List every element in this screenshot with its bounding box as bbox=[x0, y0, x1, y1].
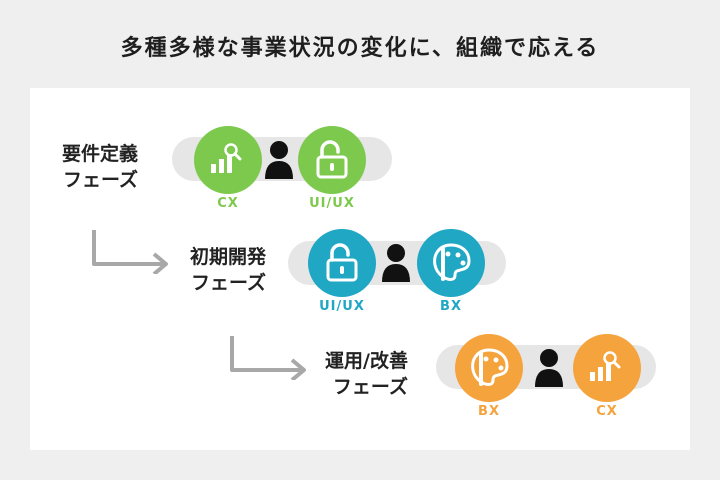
phase-2-left-tag: UI/UX bbox=[319, 299, 365, 314]
chart-magnifier-icon bbox=[211, 143, 242, 173]
phase-3-left-tag: BX bbox=[478, 404, 500, 419]
phase-1-label-line1: 要件定義 bbox=[62, 143, 139, 165]
arrow-2-icon bbox=[230, 336, 306, 380]
phase-3-label-line2: フェーズ bbox=[332, 376, 408, 398]
unlocked-padlock-icon bbox=[326, 243, 358, 282]
phase-2-right-tag: BX bbox=[440, 299, 462, 314]
phase-1-uiux-circle bbox=[298, 126, 366, 194]
phase-3-label-line1: 運用/改善 bbox=[325, 350, 408, 372]
phase-1-label: 要件定義 フェーズ bbox=[62, 141, 138, 193]
phase-3-bx-circle bbox=[455, 334, 523, 402]
phase-2-label-line2: フェーズ bbox=[190, 272, 267, 294]
phase-2-uiux-circle bbox=[308, 229, 376, 297]
phase-3-cx-circle bbox=[573, 334, 641, 402]
phase-1-left-tag: CX bbox=[217, 196, 239, 211]
phase-1-right-tag: UI/UX bbox=[309, 196, 355, 211]
person-icon bbox=[265, 141, 293, 179]
chart-magnifier-icon bbox=[590, 351, 621, 381]
palette-brush-icon bbox=[471, 348, 509, 386]
phase-1-label-line2: フェーズ bbox=[62, 169, 139, 191]
phase-2-label: 初期開発 フェーズ bbox=[190, 244, 266, 296]
phase-1-cx-circle bbox=[194, 126, 262, 194]
page-title: 多種多様な事業状況の変化に、組織で応える bbox=[120, 36, 600, 61]
phase-3-label: 運用/改善 フェーズ bbox=[325, 348, 408, 400]
phase-3-right-tag: CX bbox=[596, 404, 618, 419]
palette-brush-icon bbox=[433, 243, 471, 281]
phase-2-label-line1: 初期開発 bbox=[190, 246, 267, 268]
arrow-1-icon bbox=[92, 230, 168, 274]
unlocked-padlock-icon bbox=[316, 140, 348, 179]
phase-2-bx-circle bbox=[417, 229, 485, 297]
person-icon bbox=[535, 349, 563, 387]
person-icon bbox=[382, 244, 410, 282]
